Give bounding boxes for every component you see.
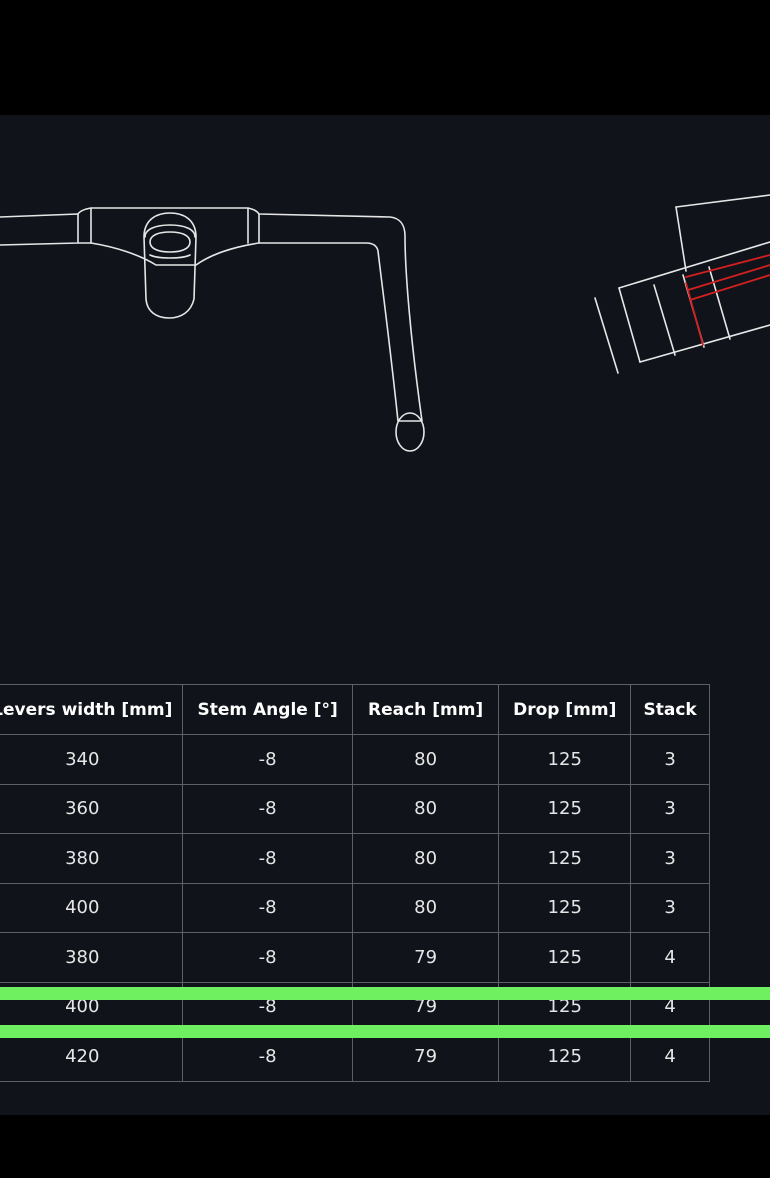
table-row: 380 -8 79 125 4 [0, 932, 710, 983]
cell-drop: 125 [498, 932, 632, 983]
cell-stack: 4 [630, 1031, 710, 1082]
row-highlight-bottom [0, 1025, 770, 1038]
cell-levers-width: 340 [0, 734, 184, 785]
stem-measure-lines [685, 254, 770, 346]
table-row: 360 -8 80 125 3 [0, 783, 710, 834]
table-row: 420 -8 79 125 4 [0, 1031, 710, 1082]
cell-reach: 80 [352, 882, 500, 933]
stem-side-view [594, 194, 770, 374]
cell-stack: 3 [630, 783, 710, 834]
cell-drop: 125 [498, 882, 632, 933]
cell-stem-angle: -8 [182, 882, 354, 933]
cell-levers-width: 380 [0, 833, 184, 884]
table-header-row: Levers width [mm] Stem Angle [°] Reach [… [0, 684, 710, 735]
header-stem-angle: Stem Angle [°] [182, 684, 354, 735]
cell-levers-width: 380 [0, 932, 184, 983]
row-highlight-top [0, 987, 770, 1000]
cell-drop: 125 [498, 833, 632, 884]
cell-stack: 3 [630, 833, 710, 884]
header-drop: Drop [mm] [498, 684, 632, 735]
cell-stem-angle: -8 [182, 1031, 354, 1082]
geometry-table: Levers width [mm] Stem Angle [°] Reach [… [0, 684, 710, 1082]
table-row: 400 -8 80 125 3 [0, 882, 710, 933]
cell-levers-width: 420 [0, 1031, 184, 1082]
cell-stem-angle: -8 [182, 833, 354, 884]
header-reach: Reach [mm] [352, 684, 500, 735]
cell-reach: 80 [352, 833, 500, 884]
cell-drop: 125 [498, 734, 632, 785]
table-row: 340 -8 80 125 3 [0, 734, 710, 785]
header-levers-width: Levers width [mm] [0, 684, 184, 735]
cell-stack: 3 [630, 734, 710, 785]
header-stack: Stack [630, 684, 710, 735]
cell-reach: 79 [352, 1031, 500, 1082]
cell-stack: 3 [630, 882, 710, 933]
cell-stem-angle: -8 [182, 783, 354, 834]
cell-stem-angle: -8 [182, 734, 354, 785]
cell-stack: 4 [630, 932, 710, 983]
cell-drop: 125 [498, 783, 632, 834]
geometry-panel: Levers width [mm] Stem Angle [°] Reach [… [0, 115, 770, 1115]
cell-levers-width: 360 [0, 783, 184, 834]
cell-levers-width: 400 [0, 882, 184, 933]
cell-reach: 79 [352, 932, 500, 983]
cell-stem-angle: -8 [182, 932, 354, 983]
handlebar-diagram [0, 194, 770, 452]
handlebar-front-view [0, 207, 425, 452]
cell-drop: 125 [498, 1031, 632, 1082]
cell-reach: 80 [352, 783, 500, 834]
cell-reach: 80 [352, 734, 500, 785]
table-row: 380 -8 80 125 3 [0, 833, 710, 884]
